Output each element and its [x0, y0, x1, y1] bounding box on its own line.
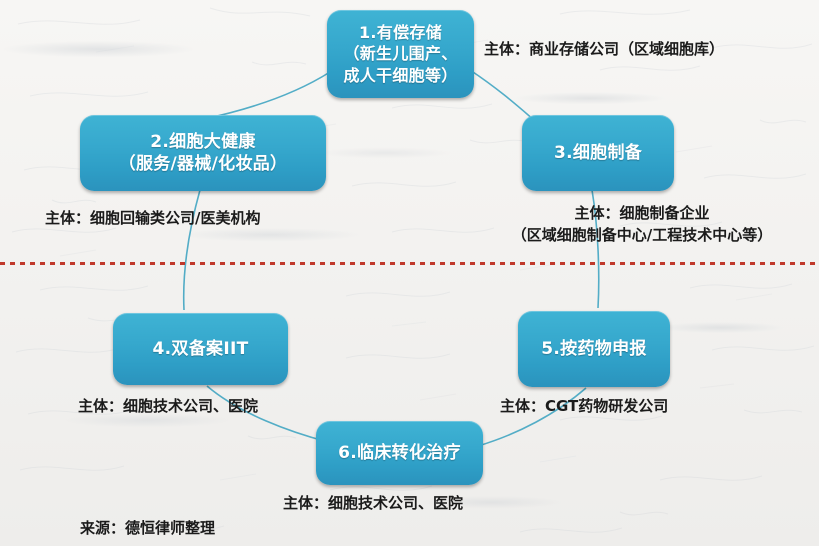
caption-cell-big-health: 主体：细胞回输类公司/医美机构 — [45, 208, 260, 230]
node-line: 6.临床转化治疗 — [338, 442, 461, 463]
caption-line: 主体：细胞技术公司、医院 — [78, 397, 259, 415]
caption-line: 主体：细胞技术公司、医院 — [283, 494, 464, 512]
caption-paid-storage: 主体：商业存储公司（区域细胞库） — [484, 39, 724, 61]
node-line: （新生儿围产、 — [343, 44, 458, 64]
node-drug-application[interactable]: 5.按药物申报 — [518, 311, 670, 387]
node-line: 2.细胞大健康 — [150, 131, 256, 152]
caption-line: 主体：细胞回输类公司/医美机构 — [45, 209, 261, 227]
node-dual-filing-iit[interactable]: 4.双备案IIT — [113, 313, 288, 385]
caption-line: 主体：商业存储公司（区域细胞库） — [484, 40, 725, 58]
source-note: 来源：德恒律师整理 — [80, 519, 216, 537]
node-line: 1.有偿存储 — [358, 23, 442, 43]
section-divider — [0, 262, 819, 265]
caption-line: 主体：细胞制备企业 — [574, 204, 710, 222]
caption-cell-preparation: 主体：细胞制备企业 （区域细胞制备中心/工程技术中心等） — [467, 203, 817, 247]
node-line: （服务/器械/化妆品） — [118, 154, 288, 174]
caption-drug-application: 主体：CGT药物研发公司 — [500, 396, 668, 418]
connector-2-4 — [182, 189, 201, 311]
node-paid-storage[interactable]: 1.有偿存储 （新生儿围产、 成人干细胞等） — [327, 10, 474, 98]
node-cell-preparation[interactable]: 3.细胞制备 — [522, 115, 674, 191]
connector-1-2 — [203, 71, 331, 120]
caption-dual-filing-iit: 主体：细胞技术公司、医院 — [78, 396, 258, 418]
node-line: 3.细胞制备 — [553, 142, 643, 163]
node-clinical-translation[interactable]: 6.临床转化治疗 — [316, 421, 483, 485]
connector-1-3 — [469, 69, 535, 121]
node-cell-big-health[interactable]: 2.细胞大健康 （服务/器械/化妆品） — [80, 115, 326, 191]
caption-line: （区域细胞制备中心/工程技术中心等） — [511, 225, 773, 244]
node-line: 5.按药物申报 — [541, 338, 647, 359]
node-line: 成人干细胞等） — [343, 65, 458, 85]
caption-line: 主体：CGT药物研发公司 — [500, 397, 669, 415]
caption-clinical-translation: 主体：细胞技术公司、医院 — [283, 493, 463, 515]
connector-6-5 — [477, 387, 587, 447]
connector-4-6 — [206, 385, 329, 443]
node-line: 4.双备案IIT — [152, 338, 249, 359]
connector-3-5 — [591, 189, 600, 309]
